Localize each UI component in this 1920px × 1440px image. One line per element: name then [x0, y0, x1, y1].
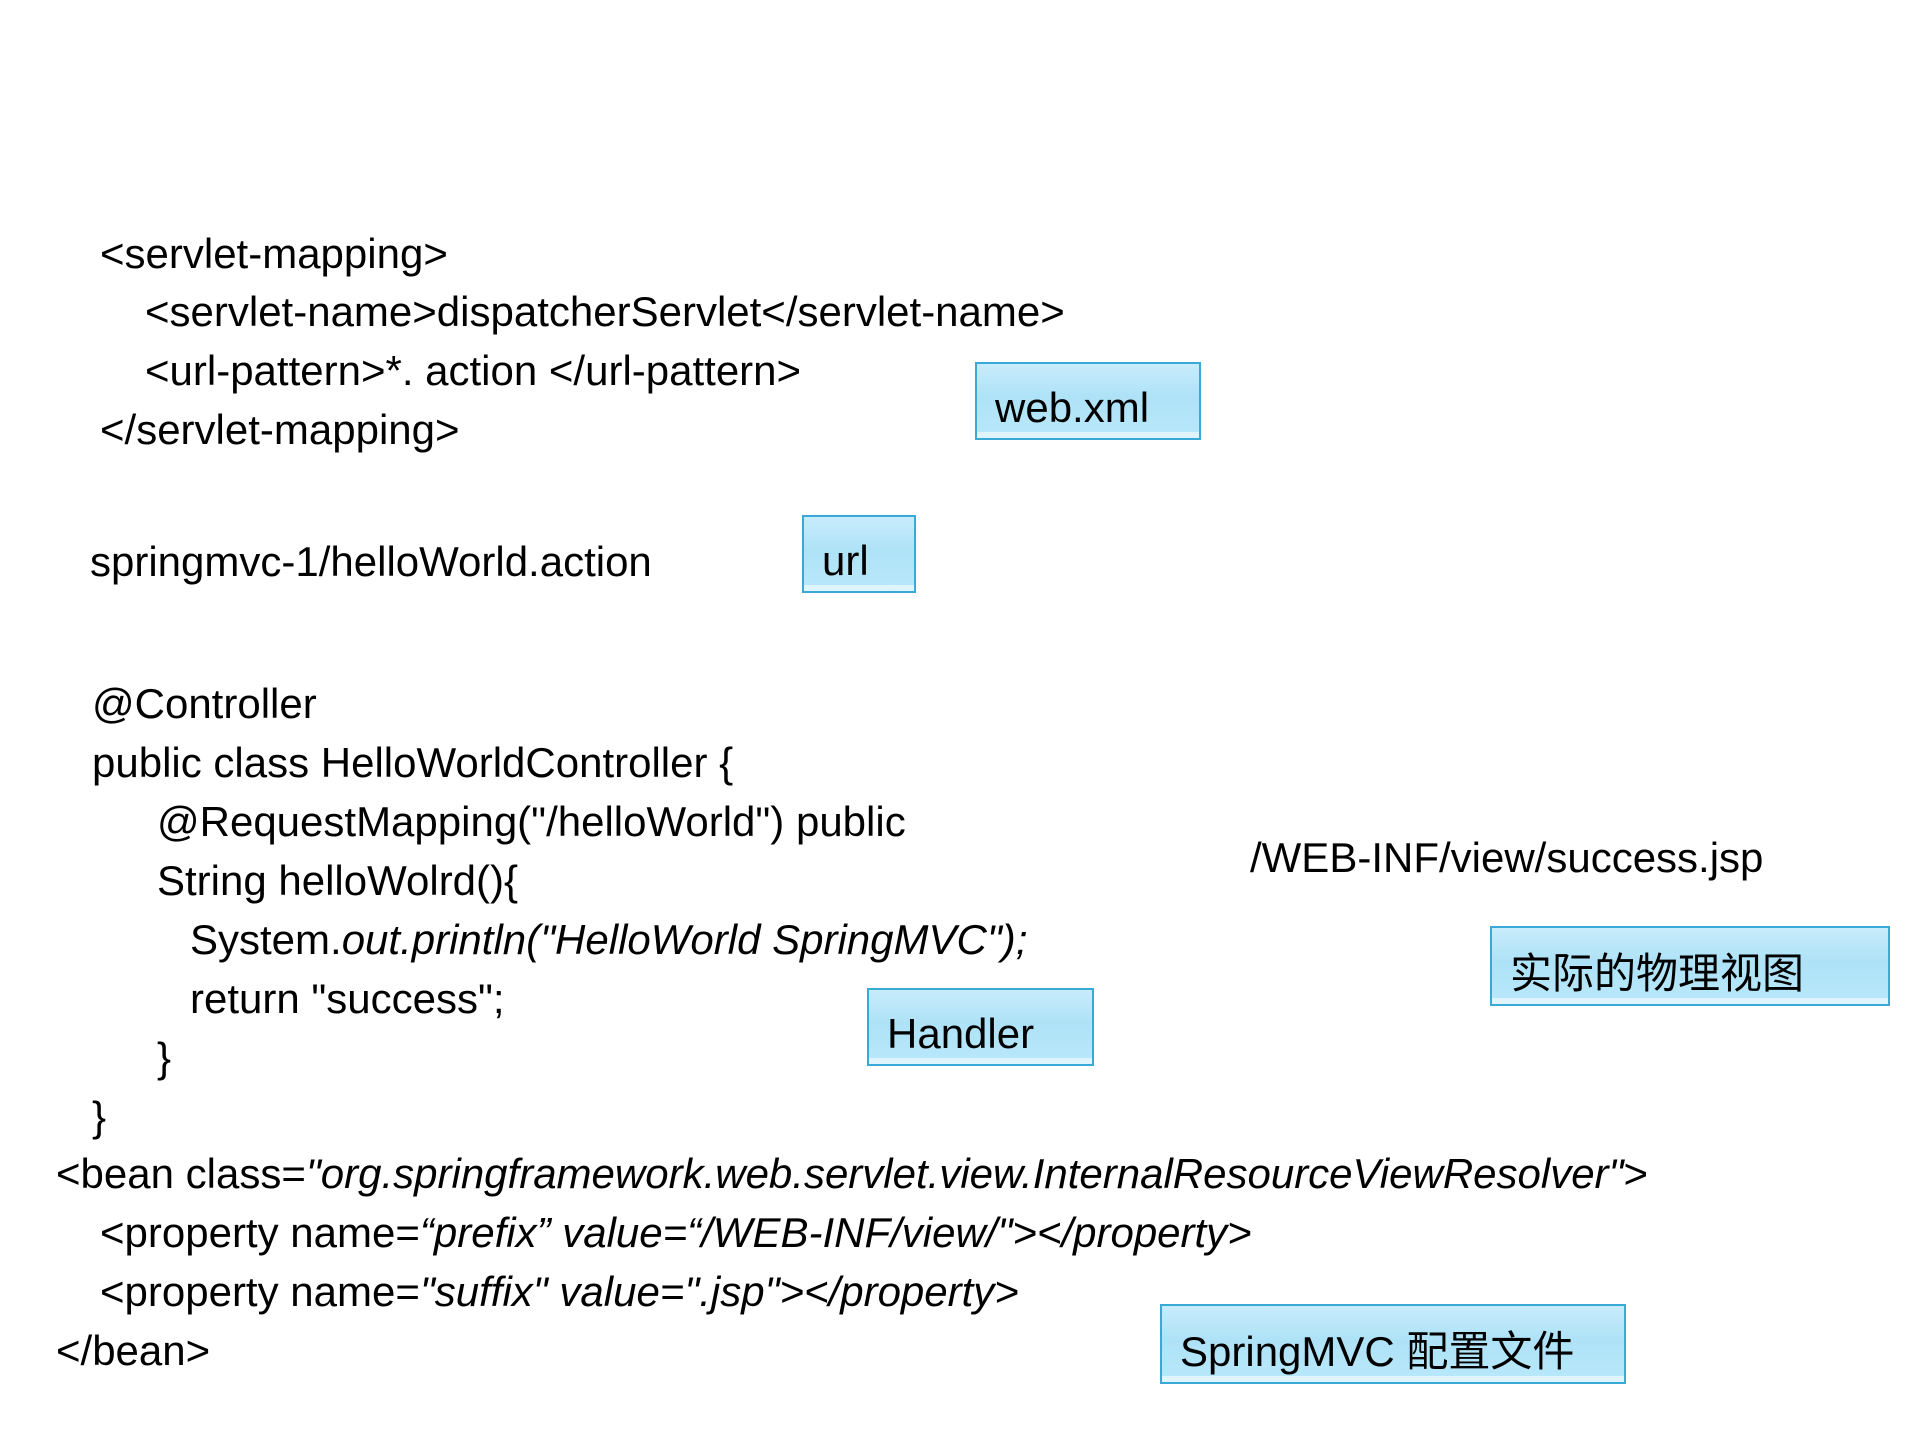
suffix-property-prefix: <property name= — [100, 1268, 420, 1315]
bean-open: <bean class="org.springframework.web.ser… — [56, 1150, 1648, 1198]
controller-annotation: @Controller — [92, 680, 317, 727]
controller-method-close: } — [157, 1034, 172, 1081]
web-xml-line-4: </servlet-mapping> — [100, 406, 460, 453]
web-xml-label-text: web.xml — [995, 384, 1150, 431]
bean-suffix-property: <property name="suffix" value=".jsp"></p… — [100, 1268, 1019, 1316]
controller-class-decl: public class HelloWorldController { — [92, 739, 734, 786]
physical-view-label: 实际的物理视图 — [1490, 926, 1890, 1006]
url-text: springmvc-1/helloWorld.action — [90, 538, 652, 585]
bean-open-suffix: > — [1623, 1150, 1648, 1197]
view-path: /WEB-INF/view/success.jsp — [1250, 834, 1764, 881]
springmvc-config-label-text: SpringMVC 配置文件 — [1180, 1328, 1575, 1375]
handler-label: Handler — [867, 988, 1094, 1066]
println-call: out.println("HelloWorld SpringMVC"); — [341, 916, 1028, 963]
controller-method-decl: String helloWolrd(){ — [157, 857, 519, 904]
physical-view-label-text: 实际的物理视图 — [1510, 950, 1805, 997]
web-xml-line-3: <url-pattern>*. action </url-pattern> — [145, 347, 802, 394]
bean-class-value: "org.springframework.web.servlet.view.In… — [305, 1150, 1624, 1197]
springmvc-config-label: SpringMVC 配置文件 — [1160, 1304, 1626, 1384]
url-label: url — [802, 515, 916, 593]
web-xml-line-2: <servlet-name>dispatcherServlet</servlet… — [145, 288, 1065, 335]
println-prefix: System. — [190, 916, 342, 963]
handler-label-text: Handler — [887, 1010, 1035, 1057]
controller-println: System.out.println("HelloWorld SpringMVC… — [190, 916, 1027, 964]
web-xml-line-1: <servlet-mapping> — [100, 230, 448, 277]
suffix-property-value: "suffix" value=".jsp"></property> — [419, 1268, 1019, 1315]
controller-return: return "success"; — [190, 975, 505, 1022]
prefix-property-prefix: <property name= — [100, 1209, 420, 1256]
prefix-property-value: “prefix” value=“/WEB-INF/view/"></proper… — [419, 1209, 1252, 1256]
bean-prefix-property: <property name=“prefix” value=“/WEB-INF/… — [100, 1209, 1252, 1257]
controller-class-close: } — [92, 1093, 107, 1140]
url-label-text: url — [822, 537, 869, 584]
bean-open-prefix: <bean class= — [56, 1150, 306, 1197]
controller-request-mapping: @RequestMapping("/helloWorld") public — [157, 798, 906, 845]
web-xml-label: web.xml — [975, 362, 1201, 440]
bean-close: </bean> — [56, 1327, 211, 1374]
